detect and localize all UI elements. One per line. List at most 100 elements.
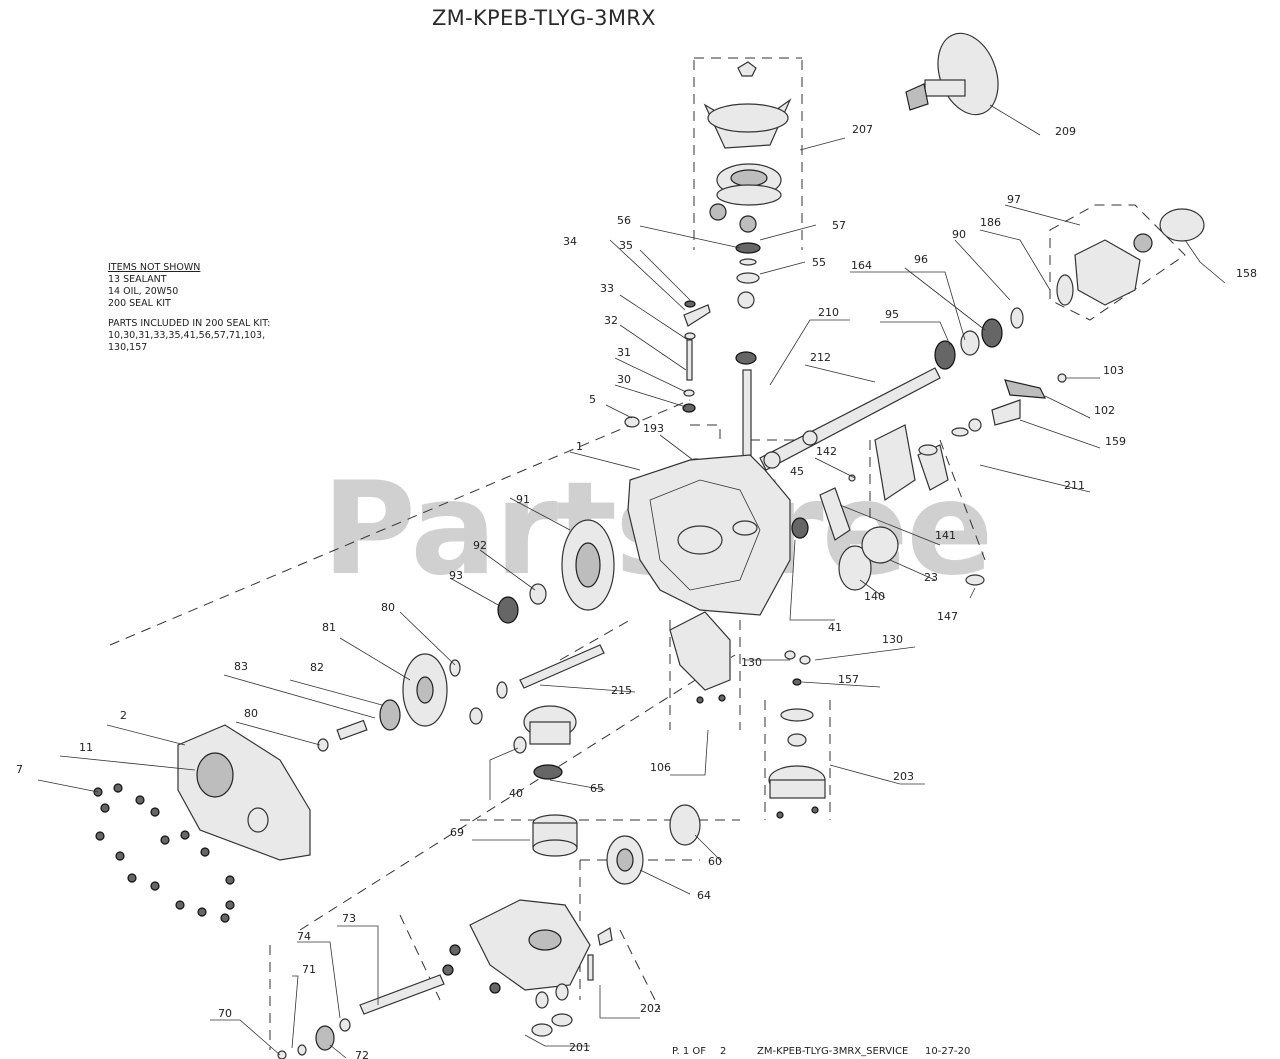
wheel-hub-icon [1056, 208, 1205, 306]
footer-page-total: 2 [720, 1046, 727, 1057]
callout-64: 64 [697, 889, 711, 902]
cylinder-block-icon [532, 804, 701, 885]
linkage-icon [951, 373, 1067, 437]
callout-81: 81 [322, 621, 336, 634]
callout-202: 202 [640, 1002, 661, 1015]
callout-91: 91 [516, 493, 530, 506]
callout-210: 210 [818, 306, 839, 319]
callout-80a: 80 [381, 601, 395, 614]
callout-157: 157 [838, 673, 859, 686]
callout-5: 5 [589, 393, 596, 406]
callout-90: 90 [952, 228, 966, 241]
callout-142: 142 [816, 445, 837, 458]
callout-164: 164 [851, 259, 872, 272]
pump-shaft-icon [469, 644, 605, 780]
callout-92: 92 [473, 539, 487, 552]
callout-102: 102 [1094, 404, 1115, 417]
bolts-icon [93, 783, 235, 923]
callout-80b: 80 [244, 707, 258, 720]
callout-69: 69 [450, 826, 464, 839]
callout-32: 32 [604, 314, 618, 327]
callout-158: 158 [1236, 267, 1257, 280]
notes-line: 14 OIL, 20W50 [108, 286, 179, 297]
callout-71: 71 [302, 963, 316, 976]
callout-73: 73 [342, 912, 356, 925]
kit-heading: PARTS INCLUDED IN 200 SEAL KIT: [108, 318, 271, 329]
callout-41: 41 [828, 621, 842, 634]
filter-cap-icon [768, 708, 826, 819]
callout-33: 33 [600, 282, 614, 295]
callout-95: 95 [885, 308, 899, 321]
notes-block: ITEMS NOT SHOWN 13 SEALANT 14 OIL, 20W50… [108, 262, 270, 354]
callout-70: 70 [218, 1007, 232, 1020]
seal-stack-icon [735, 242, 761, 461]
callout-60: 60 [708, 855, 722, 868]
fan-pulley-icon [703, 61, 792, 233]
kit-line: 10,30,31,33,35,41,56,57,71,103, [108, 330, 266, 341]
bracket-icon [874, 424, 949, 502]
bypass-bracket-icon [669, 611, 811, 704]
callout-56: 56 [617, 214, 631, 227]
axle-shaft-icon [759, 307, 1024, 471]
callout-57: 57 [832, 219, 846, 232]
callout-93: 93 [449, 569, 463, 582]
callout-215: 215 [611, 684, 632, 697]
callout-147: 147 [937, 610, 958, 623]
input-shaft-icon [277, 974, 445, 1059]
callout-82: 82 [310, 661, 324, 674]
notes-line: 200 SEAL KIT [108, 298, 171, 309]
callout-65: 65 [590, 782, 604, 795]
cover-plate-icon [177, 724, 311, 861]
callout-40: 40 [509, 787, 523, 800]
footer-date: 10-27-20 [925, 1046, 971, 1057]
callout-130a: 130 [882, 633, 903, 646]
callout-186: 186 [980, 216, 1001, 229]
callout-201: 201 [569, 1041, 590, 1054]
callout-74: 74 [297, 930, 311, 943]
callout-83: 83 [234, 660, 248, 673]
main-housing-icon [627, 454, 791, 616]
callout-207: 207 [852, 123, 873, 136]
brake-parts-icon [791, 474, 985, 591]
notes-heading: ITEMS NOT SHOWN [108, 262, 201, 273]
callout-103: 103 [1103, 364, 1124, 377]
callout-55: 55 [812, 256, 826, 269]
parts [93, 32, 1205, 1059]
callout-159: 159 [1105, 435, 1126, 448]
callout-23: 23 [924, 571, 938, 584]
callout-34: 34 [563, 235, 577, 248]
callout-35: 35 [619, 239, 633, 252]
callout-45: 45 [790, 465, 804, 478]
callout-labels: 207 209 56 57 34 35 55 33 32 31 30 5 193… [16, 123, 1257, 1059]
callout-31: 31 [617, 346, 631, 359]
drive-gear-icon [497, 519, 615, 624]
notes-line: 13 SEALANT [108, 274, 167, 285]
kit-line: 130,157 [108, 342, 148, 353]
callout-2: 2 [120, 709, 127, 722]
callout-203: 203 [893, 770, 914, 783]
reduction-gear-icon [317, 653, 461, 752]
footer-page: P. 1 OF [672, 1046, 706, 1057]
callout-211: 211 [1064, 479, 1085, 492]
callout-106: 106 [650, 761, 671, 774]
callout-7: 7 [16, 763, 23, 776]
diagram-title: ZM-KPEB-TLYG-3MRX [432, 6, 656, 30]
callout-97: 97 [1007, 193, 1021, 206]
callout-212: 212 [810, 351, 831, 364]
callout-209: 209 [1055, 125, 1076, 138]
callout-141: 141 [935, 529, 956, 542]
footer-doc: ZM-KPEB-TLYG-3MRX_SERVICE [757, 1046, 909, 1057]
callout-130b: 130 [741, 656, 762, 669]
callout-96: 96 [914, 253, 928, 266]
callout-1: 1 [576, 440, 583, 453]
callout-193: 193 [643, 422, 664, 435]
center-section-icon [442, 899, 613, 1037]
callout-30: 30 [617, 373, 631, 386]
callout-72: 72 [355, 1049, 369, 1059]
callout-11: 11 [79, 741, 93, 754]
leader-lines [37, 104, 1226, 1059]
callout-140: 140 [864, 590, 885, 603]
hub-flange-icon [905, 32, 999, 116]
